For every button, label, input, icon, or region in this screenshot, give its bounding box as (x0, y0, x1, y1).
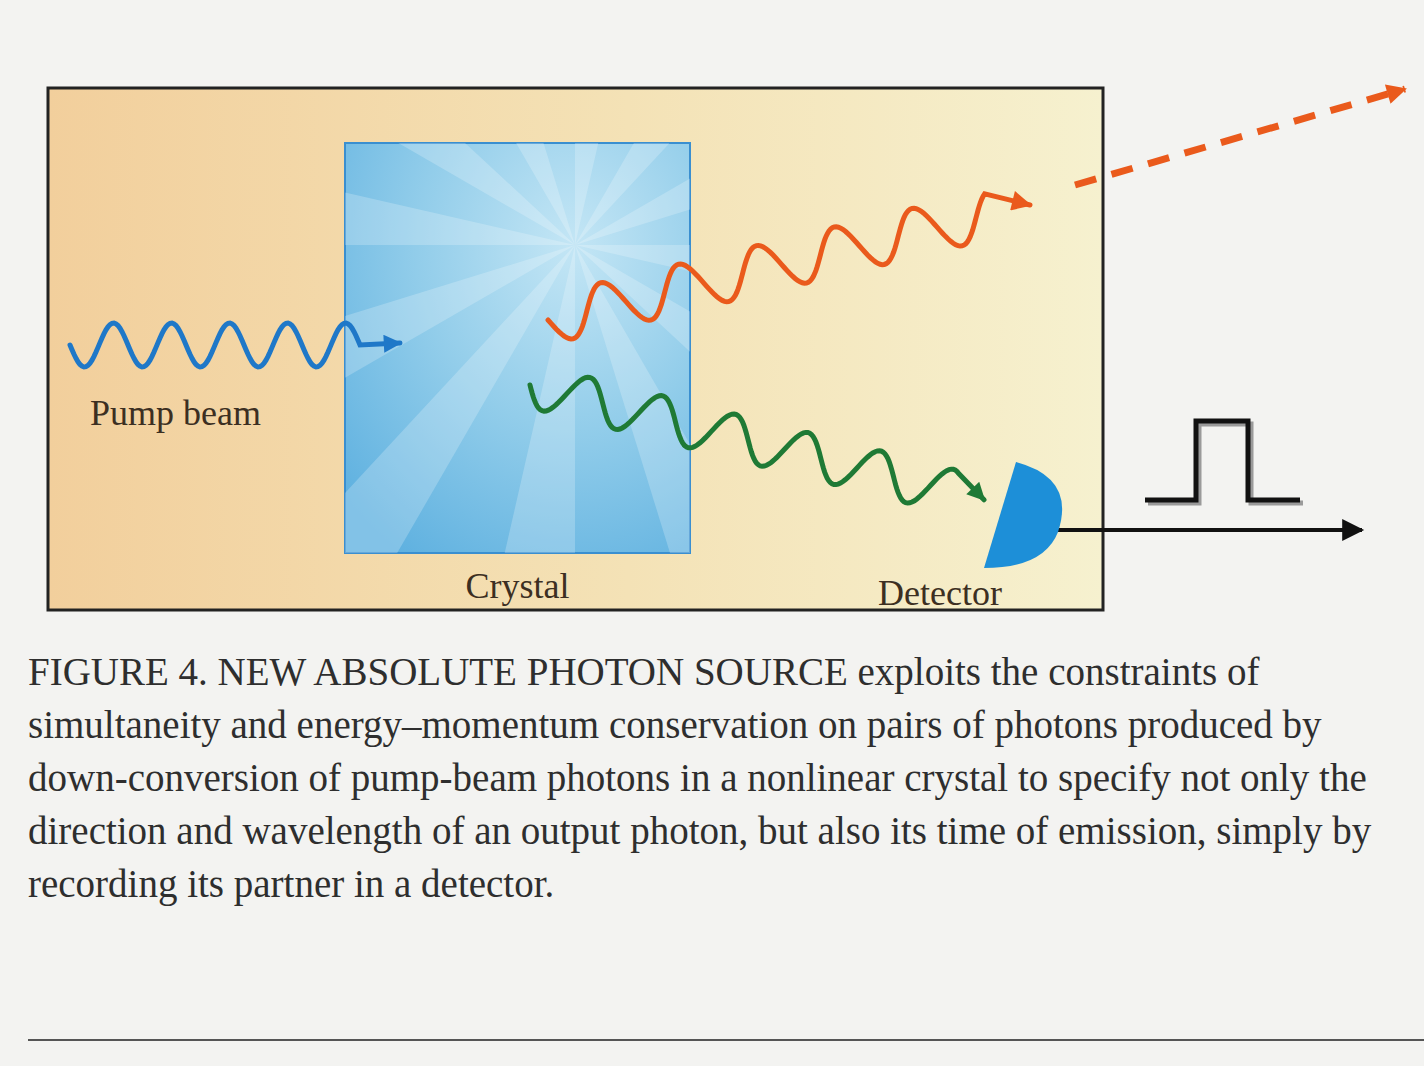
output-photon-path (1075, 89, 1405, 185)
idler-wave-origin (530, 377, 684, 445)
starburst-ray (575, 143, 690, 245)
signal-output-line (1058, 528, 1362, 532)
detector-pulse (1145, 421, 1300, 500)
starburst-ray (345, 245, 575, 553)
node-label: Detector (878, 572, 1002, 614)
detector-box: Detector (980, 460, 1060, 570)
figure-caption: FIGURE 4. NEW ABSOLUTE PHOTON SOURCE exp… (28, 645, 1408, 910)
idler-photon-wave (685, 414, 984, 503)
detector-dome (984, 462, 1062, 568)
crystal-starburst (345, 143, 690, 553)
node-label: Crystal (345, 565, 690, 607)
beam-label: Pump beam (90, 392, 261, 434)
starburst-ray (345, 143, 575, 245)
signal-photon-wave (548, 194, 1030, 339)
crystal-box: Crystal (345, 143, 690, 553)
caption-rule (28, 1039, 1424, 1041)
pulse-shadow (1148, 424, 1303, 503)
pump-wave (70, 323, 400, 367)
detector-symbol (980, 460, 1060, 570)
